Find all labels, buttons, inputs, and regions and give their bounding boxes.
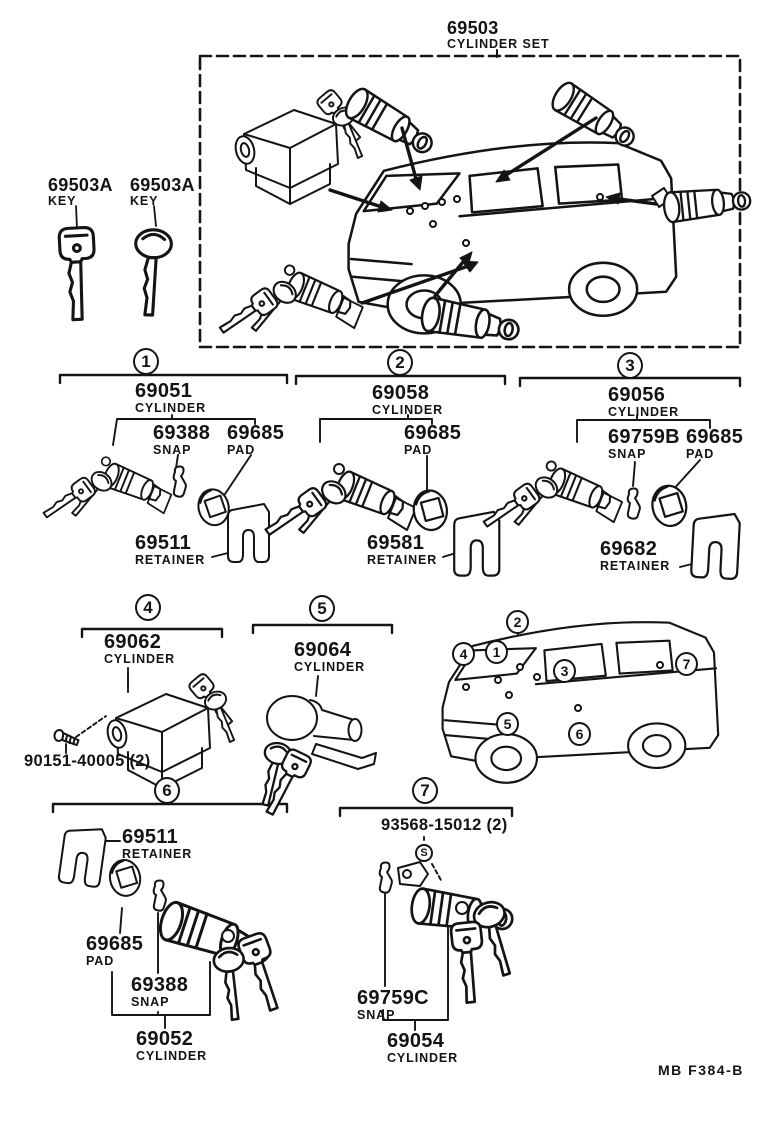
s4-cylinder-part: 69062 [104,631,162,653]
s4-screw-part: 90151-40005 (2) [24,752,151,770]
s7-cylinder-desc: CYLINDER [387,1050,459,1065]
key-left-label: 69503A KEY [48,176,113,207]
s1-cylinder-desc: CYLINDER [135,400,207,415]
s1-retainer-label: 69511 RETAINER [135,533,205,566]
s3-snap-desc: SNAP [608,446,647,461]
s6-cylinder-part: 69052 [136,1028,194,1050]
cylinder-f-art [420,296,522,346]
van-exploded-art [347,141,678,335]
s3-snap-part: 69759B [608,426,680,448]
s3-retainer-part: 69682 [600,538,658,560]
van-callout-2: 2 [506,610,529,634]
s7-snap-desc: SNAP [357,1007,396,1022]
s6-snap-part: 69388 [131,974,189,996]
s3-retainer-desc: RETAINER [600,558,671,573]
van-callout-5: 5 [496,712,519,736]
s3-snap-label: 69759B SNAP [608,427,680,460]
set-title-desc: CYLINDER SET [447,36,550,51]
van-callout-6: 6 [568,722,591,746]
s2-retainer-desc: RETAINER [367,552,438,567]
s1-snap-desc: SNAP [153,442,192,457]
s2-cylinder-label: 69058 CYLINDER [372,383,443,416]
s2-pad-part: 69685 [404,422,462,444]
section-7-callout: 7 [412,777,438,804]
s4-art [52,672,244,788]
s6-retainer-part: 69511 [122,826,179,848]
s2-cylinder-desc: CYLINDER [372,402,444,417]
key-left-part: 69503A [48,175,113,195]
s4-cylinder-label: 69062 CYLINDER [104,632,175,665]
s2-retainer-label: 69581 RETAINER [367,533,437,566]
s6-snap-desc: SNAP [131,994,170,1009]
section-2-callout: 2 [387,349,413,376]
van-callout-3: 3 [553,659,576,683]
s3-pad-desc: PAD [686,446,715,461]
s1-pad-desc: PAD [227,442,256,457]
s2-retainer-part: 69581 [367,532,425,554]
van-callout-4: 4 [452,642,475,666]
s6-pad-desc: PAD [86,953,115,968]
key-right-part: 69503A [130,175,195,195]
s1-cylinder-label: 69051 CYLINDER [135,381,206,414]
s1-pad-label: 69685 PAD [227,423,284,456]
key-right-label: 69503A KEY [130,176,195,207]
section-3-callout: 3 [617,352,643,379]
s3-cylinder-label: 69056 CYLINDER [608,385,679,418]
s4-cylinder-desc: CYLINDER [104,651,176,666]
s1-snap-label: 69388 SNAP [153,423,210,456]
s5-cylinder-part: 69064 [294,639,352,661]
s3-cylinder-part: 69056 [608,384,666,406]
s2-pad-desc: PAD [404,442,433,457]
s6-retainer-label: 69511 RETAINER [122,827,192,860]
s6-pad-label: 69685 PAD [86,934,143,967]
assembly-arrows [328,116,658,305]
s3-pad-label: 69685 PAD [686,427,743,460]
s6-retainer-desc: RETAINER [122,846,193,861]
s1-retainer-part: 69511 [135,532,192,554]
key-right-desc: KEY [130,193,159,208]
s7-cylinder-part: 69054 [387,1030,445,1052]
section-6-callout: 6 [154,777,180,804]
key-left-desc: KEY [48,193,77,208]
s2-cylinder-part: 69058 [372,382,430,404]
s5-cylinder-label: 69064 CYLINDER [294,640,365,673]
van-callout-art [441,621,720,784]
loose-keys-art [57,205,174,322]
s7-screw-part: 93568-15012 (2) [381,816,508,834]
s2-pad-label: 69685 PAD [404,423,461,456]
s5-art [254,696,376,820]
s7-screw-label: 93568-15012 (2) [381,817,508,834]
s6-pad-part: 69685 [86,933,144,955]
s1-cylinder-part: 69051 [135,380,193,402]
s4-screw-label: 90151-40005 (2) [24,753,151,770]
van-callout-1: 1 [485,640,508,664]
section-1-callout: 1 [133,348,159,375]
s7-cylinder-label: 69054 CYLINDER [387,1031,458,1064]
s6-cylinder-label: 69052 CYLINDER [136,1029,207,1062]
s1-retainer-desc: RETAINER [135,552,206,567]
set-title-part: 69503 [447,18,499,38]
s3-pad-part: 69685 [686,426,744,448]
set-title: 69503 CYLINDER SET [447,19,549,50]
s7-snap-label: 69759C SNAP [357,988,429,1021]
section-5-callout: 5 [309,595,335,622]
s3-cylinder-desc: CYLINDER [608,404,680,419]
section-4-callout: 4 [135,594,161,621]
s1-snap-part: 69388 [153,422,211,444]
door-cylinder-keys-art [216,265,363,341]
van-callout-7: 7 [675,652,698,676]
s6-cylinder-desc: CYLINDER [136,1048,208,1063]
van-lock-holes [406,193,604,247]
s1-pad-part: 69685 [227,422,285,444]
s7-screw-symbol: S [415,844,433,862]
s3-retainer-label: 69682 RETAINER [600,539,670,572]
page-code: MB F384-B [658,1062,744,1078]
s6-art [57,823,291,1023]
s6-snap-label: 69388 SNAP [131,975,188,1008]
s7-snap-part: 69759C [357,987,429,1009]
s5-cylinder-desc: CYLINDER [294,659,366,674]
s7-art [378,861,525,1005]
